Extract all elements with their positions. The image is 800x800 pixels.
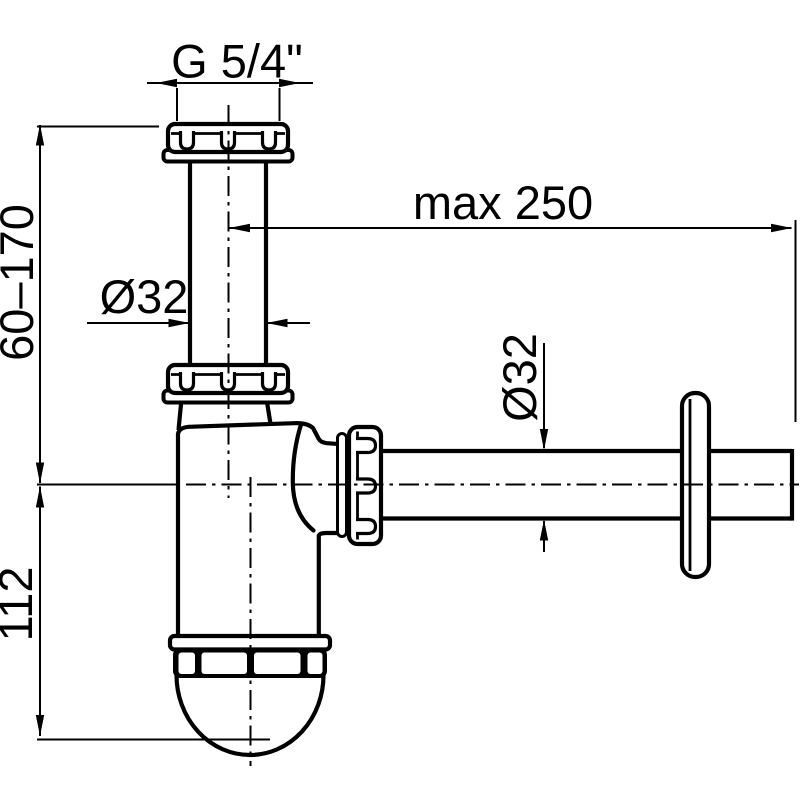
arrow-inlet-dia-left [168,318,190,328]
arrow-thread-left [156,78,177,88]
inlet-diameter-label: Ø32 [100,270,189,323]
arrow-outlet-dia-top [539,429,549,450]
arrow-depth-bottom [35,715,45,736]
trap-cup-dome [174,672,326,758]
outlet-boss-curve [290,422,316,533]
arrow-height-top [35,124,45,146]
arrow-inlet-dia-right [266,318,288,328]
dimension-thread-size [147,82,313,121]
height-range-label: 60–170 [0,204,43,361]
max-reach-label: max 250 [413,176,593,229]
arrow-reach-left [229,223,250,233]
trap-body [175,421,344,645]
arrow-outlet-dia-bottom [539,519,549,541]
arrow-thread-right [279,78,300,88]
dimension-trap-depth [37,486,270,741]
dimension-height-range [37,125,178,486]
outlet-diameter-label: Ø32 [493,333,546,422]
arrow-reach-right [771,223,792,233]
dimension-max-reach [229,220,797,422]
arrow-depth-top [35,486,45,508]
arrow-height-bottom [35,462,45,484]
trap-depth-label: 112 [0,567,42,642]
inlet-pipe [187,157,269,368]
thread-size-label: G 5/4" [171,35,303,88]
